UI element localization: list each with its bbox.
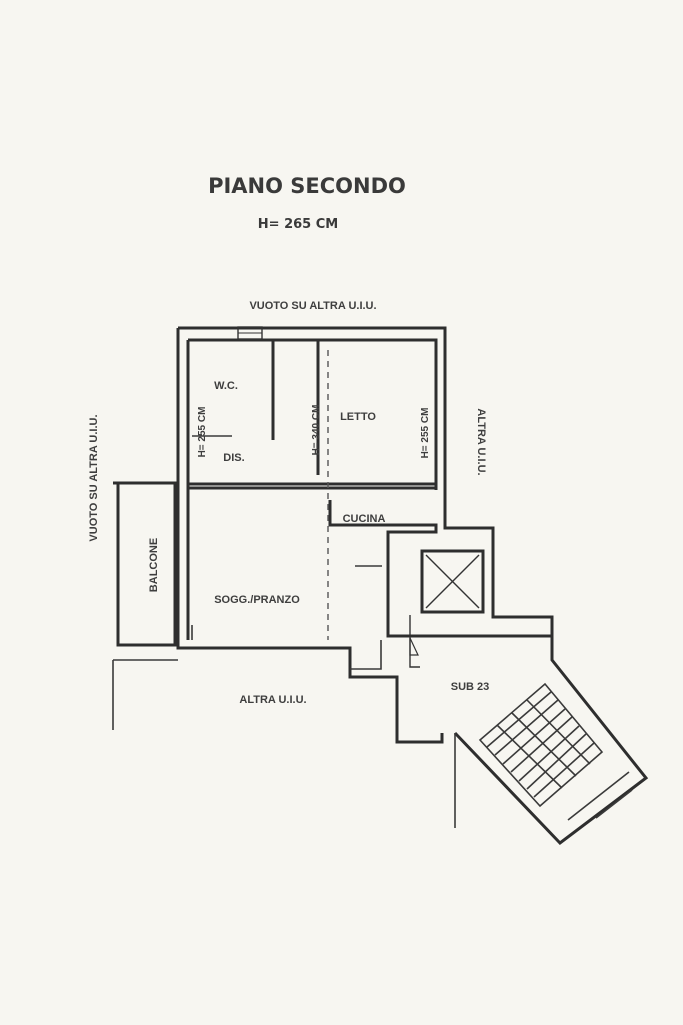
room-wc: W.C.	[214, 380, 238, 392]
staircase	[478, 682, 633, 821]
label-bottom-adjacent: ALTRA U.I.U.	[239, 694, 306, 706]
plan-height: H= 265 CM	[258, 217, 338, 232]
height-letto-left: H= 340 CM	[311, 405, 322, 456]
room-letto: LETTO	[340, 411, 376, 423]
room-balcone: BALCONE	[148, 538, 160, 592]
label-right-adjacent: ALTRA U.I.U.	[475, 408, 487, 475]
label-left-adjacent: VUOTO SU ALTRA U.I.U.	[88, 414, 100, 541]
room-soggiorno: SOGG./PRANZO	[214, 594, 300, 606]
room-cucina: CUCINA	[343, 513, 386, 525]
balcony	[112, 481, 178, 730]
height-wc: H= 255 CM	[197, 407, 208, 458]
room-sub-23: SUB 23	[451, 681, 490, 693]
label-top-adjacent: VUOTO SU ALTRA U.I.U.	[249, 300, 376, 312]
window-marks	[237, 326, 263, 340]
interior-walls	[188, 340, 438, 670]
elevator-shaft	[409, 549, 485, 668]
outer-walls	[176, 326, 554, 744]
plan-title: PIANO SECONDO	[208, 174, 406, 198]
sub-23-area	[397, 634, 649, 846]
height-letto-right: H= 255 CM	[420, 408, 431, 459]
room-dis: DIS.	[223, 452, 244, 464]
